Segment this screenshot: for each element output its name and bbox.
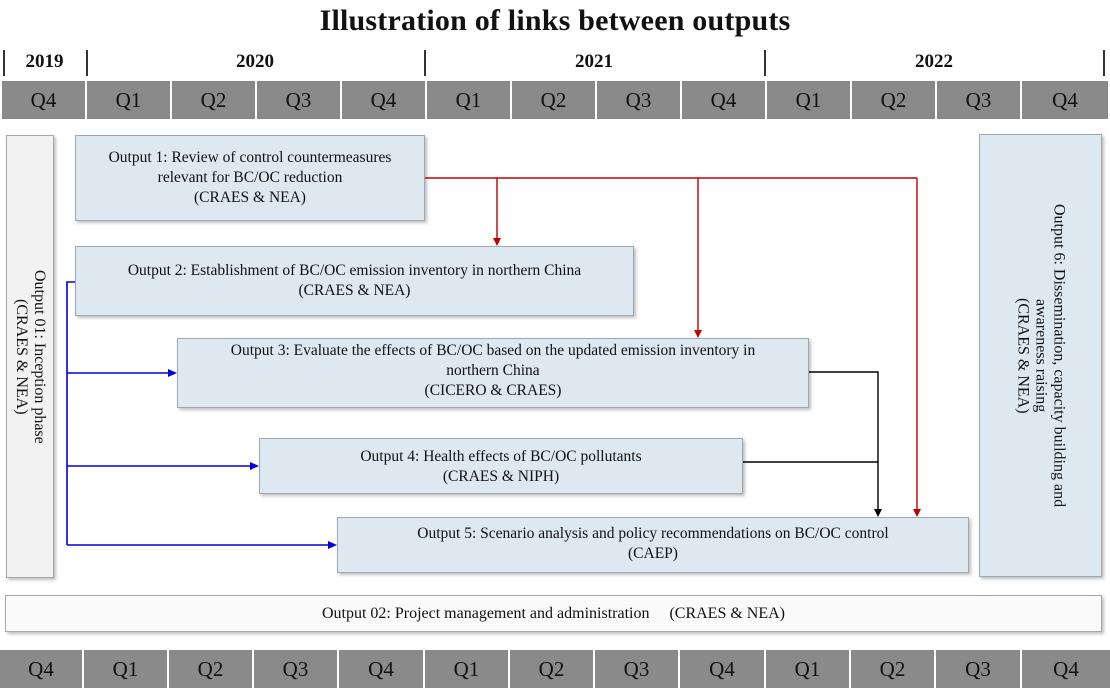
quarter-cell: Q1 [425, 650, 510, 688]
quarter-row-top: Q4 Q1 Q2 Q3 Q4 Q1 Q2 Q3 Q4 Q1 Q2 Q3 Q4 [0, 81, 1110, 119]
output-1-title: Output 1: Review of control countermeasu… [108, 149, 392, 166]
output-01-box [6, 135, 54, 578]
quarter-cell: Q4 [339, 650, 425, 688]
quarter-cell: Q4 [680, 650, 766, 688]
year-separator [1103, 50, 1105, 76]
quarter-cell: Q1 [766, 650, 851, 688]
quarter-cell: Q2 [851, 650, 936, 688]
output-6-label: Output 6: Dissemination, capacity buildi… [979, 134, 1102, 577]
output-5-org: (CAEP) [628, 545, 678, 562]
quarter-cell: Q4 [1022, 650, 1110, 688]
output-01-label: Output 01: Inception phase(CRAES & NEA) [6, 135, 54, 578]
quarter-cell: Q1 [427, 81, 512, 119]
output-3-box: Output 3: Evaluate the effects of BC/OC … [177, 338, 809, 408]
output-6-org: (CRAES & NEA) [1014, 297, 1032, 414]
year-separator [424, 50, 426, 76]
quarter-cell: Q4 [2, 81, 87, 119]
quarter-cell: Q1 [767, 81, 852, 119]
year-2021: 2021 [575, 51, 613, 72]
quarter-cell: Q1 [87, 81, 172, 119]
output-2-org: (CRAES & NEA) [298, 282, 411, 299]
quarter-cell: Q3 [937, 81, 1022, 119]
year-separator [764, 50, 766, 76]
quarter-cell: Q2 [852, 81, 937, 119]
quarter-cell: Q1 [84, 650, 169, 688]
output-4-title: Output 4: Health effects of BC/OC pollut… [360, 448, 642, 465]
quarter-cell: Q4 [682, 81, 767, 119]
output-6-subtitle: awareness raising [1032, 298, 1050, 413]
quarter-cell: Q3 [257, 81, 342, 119]
quarter-cell: Q4 [0, 650, 84, 688]
black-arrow-output-3-to-5 [809, 371, 882, 517]
quarter-cell: Q3 [595, 650, 680, 688]
quarter-cell: Q2 [512, 81, 597, 119]
quarter-cell: Q3 [936, 650, 1022, 688]
year-2022: 2022 [915, 51, 953, 72]
output-01-org: (CRAES & NEA) [13, 298, 30, 415]
quarter-cell: Q2 [510, 650, 595, 688]
output-02-bar: Output 02: Project management and admini… [5, 595, 1102, 632]
output-1-subtitle: relevant for BC/OC reduction [157, 169, 343, 186]
output-2-box: Output 2: Establishment of BC/OC emissio… [75, 246, 634, 316]
quarter-cell: Q3 [254, 650, 339, 688]
output-4-org: (CRAES & NIPH) [442, 468, 560, 485]
output-3-title: Output 3: Evaluate the effects of BC/OC … [230, 342, 756, 359]
quarter-row-bottom: Q4 Q1 Q2 Q3 Q4 Q1 Q2 Q3 Q4 Q1 Q2 Q3 Q4 [0, 650, 1110, 688]
output-5-box: Output 5: Scenario analysis and policy r… [337, 517, 969, 573]
output-6-title: Output 6: Dissemination, capacity buildi… [1050, 203, 1068, 508]
output-3-org: (CICERO & CRAES) [424, 382, 562, 399]
quarter-cell: Q2 [169, 650, 254, 688]
output-5-title: Output 5: Scenario analysis and policy r… [417, 525, 889, 542]
year-2019: 2019 [25, 51, 64, 72]
output-6-box [979, 134, 1102, 577]
quarter-cell: Q4 [342, 81, 427, 119]
blue-connector-line [66, 281, 75, 545]
output-1-box: Output 1: Review of control countermeasu… [75, 135, 425, 221]
year-2020: 2020 [236, 51, 274, 72]
year-separator [86, 50, 88, 76]
diagram-title: Illustration of links between outputs [319, 4, 791, 37]
output-4-box: Output 4: Health effects of BC/OC pollut… [259, 438, 743, 494]
quarter-cell: Q3 [597, 81, 682, 119]
output-1-org: (CRAES & NEA) [194, 189, 306, 206]
output-2-title: Output 2: Establishment of BC/OC emissio… [127, 262, 582, 279]
year-separator [3, 50, 5, 76]
output-02-title: Output 02: Project management and admini… [321, 605, 650, 622]
output-02-org: (CRAES & NEA) [669, 605, 786, 622]
year-header: 2019 2020 2021 2022 [0, 48, 1110, 76]
output-01-title: Output 01: Inception phase [31, 269, 48, 444]
quarter-cell: Q2 [172, 81, 257, 119]
quarter-cell: Q4 [1022, 81, 1108, 119]
output-3-subtitle: northern China [446, 362, 540, 379]
